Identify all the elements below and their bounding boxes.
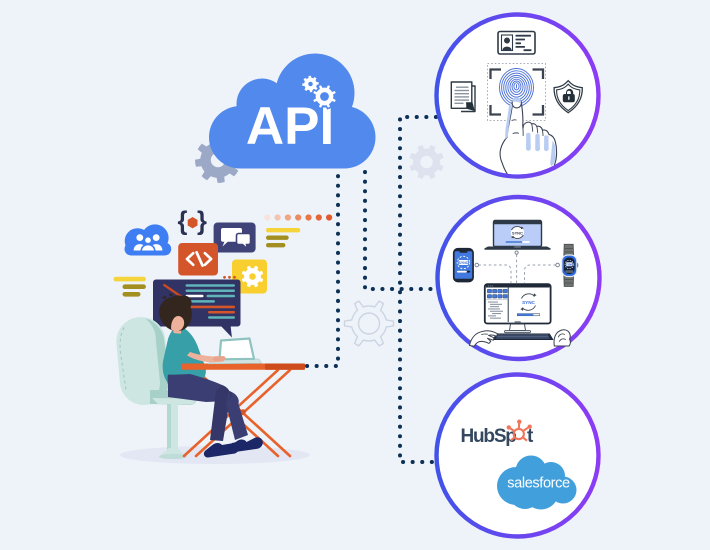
svg-text:SYNC: SYNC bbox=[459, 261, 469, 265]
svg-text:t: t bbox=[527, 426, 534, 447]
svg-text:SYNC: SYNC bbox=[522, 300, 535, 305]
svg-text:}: } bbox=[197, 208, 207, 236]
svg-text:SYNC: SYNC bbox=[512, 230, 523, 235]
svg-text:HubSp: HubSp bbox=[461, 426, 517, 447]
svg-text:{: { bbox=[178, 208, 188, 236]
svg-text:SYNC: SYNC bbox=[565, 263, 574, 267]
svg-text:salesforce: salesforce bbox=[507, 476, 570, 492]
